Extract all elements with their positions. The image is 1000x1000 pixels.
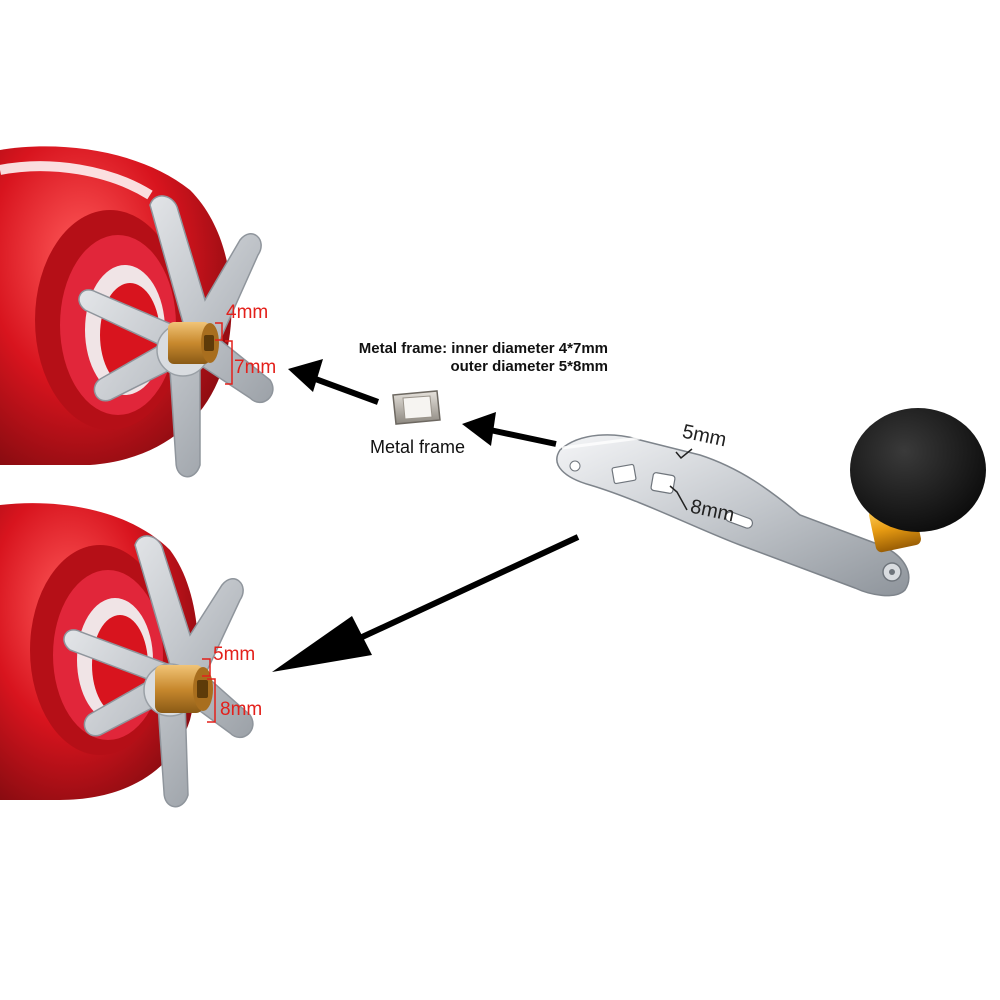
handle-knob [850,408,986,532]
reel-handle [556,408,986,597]
top-dim-7mm: 7mm [234,357,277,378]
bottom-brass-shaft [155,665,203,713]
top-reel [0,146,274,478]
metal-frame-spec-line1: Metal frame: inner diameter 4*7mm [358,340,608,357]
metal-frame-caption: Metal frame [370,437,466,457]
top-dim-4mm: 4mm [226,302,269,323]
metal-frame-part [392,390,441,425]
handle-dimension-brackets [669,448,693,511]
bottom-dimension-brackets [202,658,216,723]
bottom-dim-5mm: 5mm [213,644,256,665]
top-brass-shaft [168,322,210,364]
bottom-reel [0,503,254,808]
top-dimension-brackets [215,322,233,385]
metal-frame-spec-line2: outer diameter 5*8mm [450,358,608,375]
arrow-handle-to-frame [489,427,557,447]
bottom-dim-8mm: 8mm [220,699,263,720]
metal-frame-spec: Metal frame: inner diameter 4*7mm outer … [330,340,608,376]
arrow-frame-to-top-reel [308,374,380,405]
arrows [272,359,580,672]
arrow-handle-to-bottom-reel [358,534,580,641]
